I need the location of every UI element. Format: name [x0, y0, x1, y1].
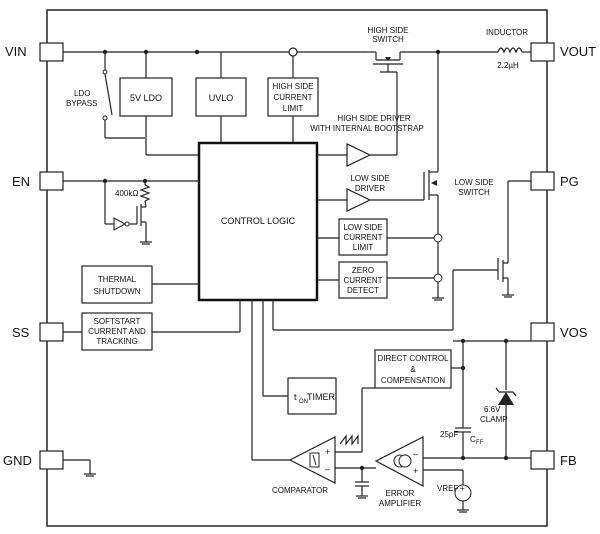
hs-switch-label-1: HIGH SIDE [368, 26, 409, 35]
ls-limit-label-1: LOW SIDE [343, 223, 382, 232]
error-amplifier: – + ERROR AMPLIFIER [335, 436, 531, 508]
hs-driver: HIGH SIDE DRIVER WITH INTERNAL BOOTSTRAP [310, 114, 424, 167]
hs-switch-label-2: SWITCH [372, 35, 404, 44]
inductor: INDUCTOR 2.2µH [438, 28, 531, 70]
hs-driver-label-2: WITH INTERNAL BOOTSTRAP [310, 124, 424, 133]
ls-switch-label-2: SWITCH [458, 188, 490, 197]
en-circuit: 400kΩ [63, 178, 199, 245]
zcd-label-1: ZERO [352, 266, 374, 275]
zcd-label-3: DETECT [347, 286, 379, 295]
direct-control-label-1: DIRECT CONTROL [378, 354, 450, 363]
cff-sub: FF [476, 440, 484, 446]
pin-ss: SS [12, 322, 64, 342]
vref-label: VREF [437, 484, 458, 493]
error-amp-label-1: ERROR [386, 489, 415, 498]
ea-minus: – [413, 449, 418, 459]
thermal-shutdown-block: THERMAL SHUTDOWN [81, 265, 199, 304]
ton-timer-label: TIMER [307, 392, 335, 402]
control-logic-block: CONTROL LOGIC [197, 141, 319, 302]
softstart-label-2: CURRENT AND [88, 327, 146, 336]
cff-label: C [470, 435, 476, 444]
ls-limit-label-2: CURRENT [343, 233, 382, 242]
direct-control-label-2: & [410, 365, 416, 374]
pin-ss-label: SS [12, 325, 30, 340]
pin-vin-label: VIN [5, 44, 27, 59]
clamp-label-1: 6.6V [484, 405, 501, 414]
gnd-symbol [63, 459, 96, 477]
ls-driver-label-2: DRIVER [355, 184, 385, 193]
pin-gnd-label: GND [3, 453, 32, 468]
comparator-label: COMPARATOR [272, 486, 328, 495]
pin-vout: VOUT [530, 42, 596, 62]
comp-plus: + [325, 447, 330, 457]
ton-timer-block: t ON TIMER [262, 300, 337, 415]
pin-pg-label: PG [560, 174, 579, 189]
hs-driver-label-1: HIGH SIDE DRIVER [337, 114, 411, 123]
ls-driver-label-1: LOW SIDE [350, 174, 389, 183]
pin-vin: VIN [5, 42, 64, 62]
vin-rail [63, 47, 366, 78]
vref-plus: + [460, 484, 465, 493]
pg-switch: LOW SIDE SWITCH [272, 178, 531, 331]
ic-outline [46, 9, 548, 527]
hs-limit-label-1: HIGH SIDE [273, 82, 314, 91]
resistor-label: 400kΩ [115, 189, 138, 198]
pin-fb-label: FB [560, 453, 577, 468]
clamp-label-2: CLAMP [480, 415, 508, 424]
softstart-label-1: SOFTSTART [94, 317, 141, 326]
hs-limit-label-3: LIMIT [283, 104, 304, 113]
error-amp-label-2: AMPLIFIER [379, 499, 421, 508]
pin-en-label: EN [12, 174, 30, 189]
ldo-label: 5V LDO [130, 93, 162, 103]
ldo-block: 5V LDO [119, 77, 199, 156]
pin-pg: PG [530, 171, 579, 191]
uvlo-label: UVLO [209, 93, 234, 103]
ldo-bypass-label-2: BYPASS [66, 99, 97, 108]
control-logic-label: CONTROL LOGIC [221, 216, 296, 226]
ls-driver: LOW SIDE DRIVER [317, 174, 424, 212]
ton-sub: ON [299, 399, 308, 405]
feedforward-cap: 25pF C FF [440, 341, 484, 461]
zero-current-detect-block: ZERO CURRENT DETECT [317, 261, 434, 299]
uvlo-block: UVLO [195, 77, 247, 143]
vref-source: + VREF [437, 484, 472, 513]
pin-en: EN [12, 171, 64, 191]
ls-current-limit-block: LOW SIDE CURRENT LIMIT [317, 218, 434, 256]
zcd-label-2: CURRENT [343, 276, 382, 285]
pin-vos: VOS [530, 322, 588, 342]
comp-minus: – [325, 464, 330, 474]
thermal-label-1: THERMAL [98, 275, 137, 284]
pin-vout-label: VOUT [560, 44, 596, 59]
ramp-symbol [335, 387, 375, 453]
ton-t: t [294, 392, 297, 402]
comparator: + – COMPARATOR [251, 300, 336, 495]
ls-switch-label-1: LOW SIDE [454, 178, 493, 187]
pin-vos-label: VOS [560, 325, 588, 340]
thermal-label-2: SHUTDOWN [93, 287, 140, 296]
direct-control-block: DIRECT CONTROL & COMPENSATION [374, 349, 466, 389]
ldo-bypass-switch: LDO BYPASS [66, 52, 145, 139]
pin-gnd: GND [3, 450, 64, 470]
ldo-bypass-label-1: LDO [74, 89, 90, 98]
inductor-label: INDUCTOR [486, 28, 528, 37]
direct-control-label-3: COMPENSATION [381, 376, 446, 385]
hs-switch: HIGH SIDE SWITCH [366, 26, 441, 155]
ea-plus: + [413, 466, 418, 476]
ls-switch [423, 170, 444, 301]
pin-fb: FB [530, 450, 577, 470]
hs-limit-label-2: CURRENT [273, 93, 312, 102]
softstart-label-3: TRACKING [96, 337, 137, 346]
inductor-value: 2.2µH [497, 61, 519, 70]
clamp-zener: 6.6V CLAMP [453, 338, 531, 461]
hs-current-limit-block: HIGH SIDE CURRENT LIMIT [267, 77, 319, 143]
cap-label: 25pF [440, 430, 458, 439]
softstart-block: SOFTSTART CURRENT AND TRACKING [63, 300, 241, 351]
ls-limit-label-3: LIMIT [353, 243, 374, 252]
